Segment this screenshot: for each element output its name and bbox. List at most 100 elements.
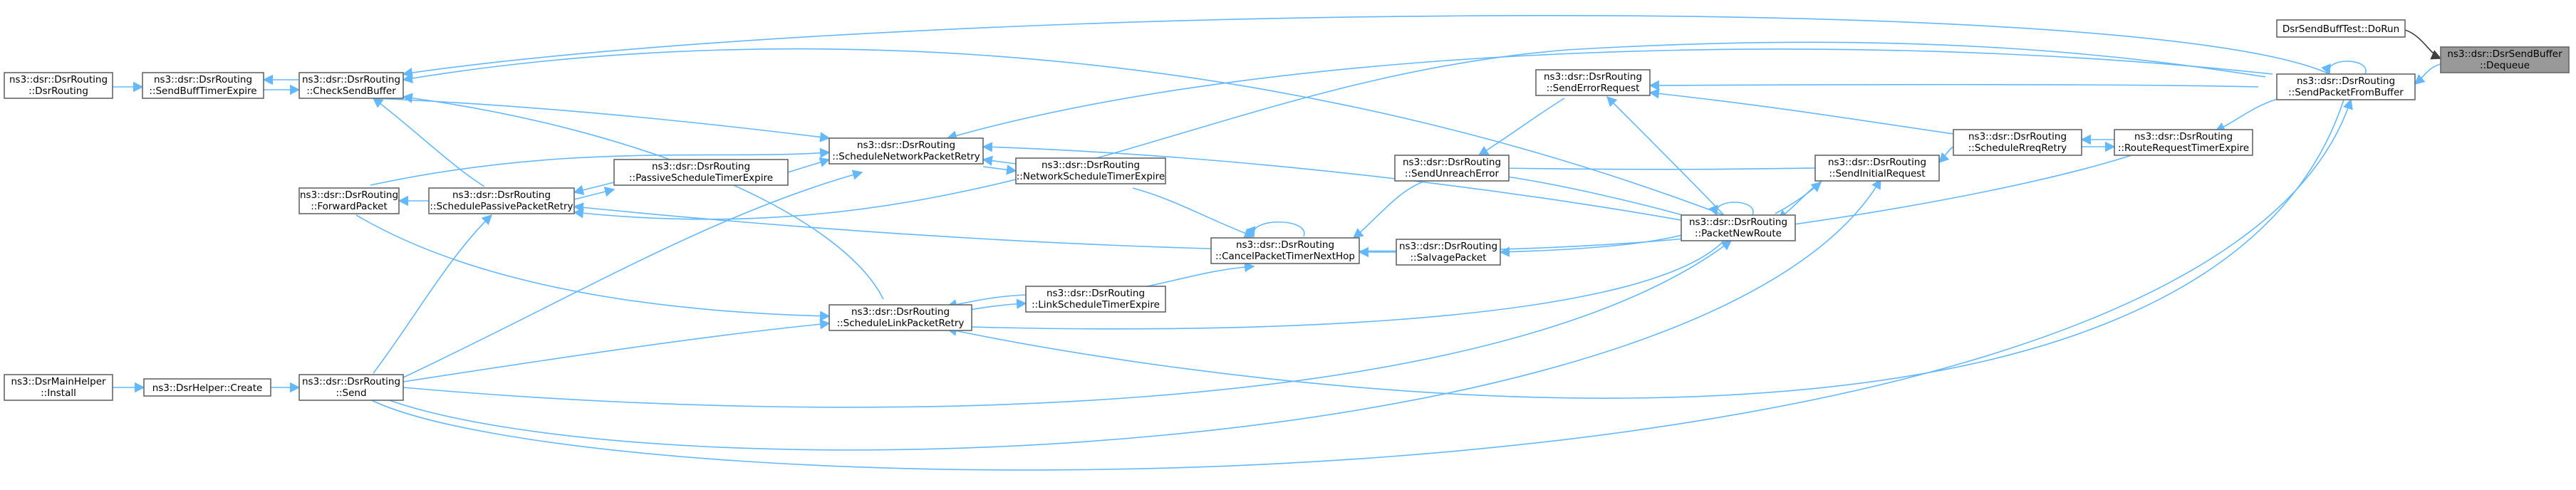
node-networkscheduletimerexpire-line1: ns3::dsr::DsrRouting: [1042, 160, 1140, 171]
edge-send-sendpacketfrombuffer: [363, 98, 2353, 471]
node-send[interactable]: ns3::dsr::DsrRouting ::Send: [298, 374, 404, 401]
edge-cancelpackettimernexthop-sendunreacherror: [1352, 182, 1423, 239]
node-senderrorrequest[interactable]: ns3::dsr::DsrRouting ::SendErrorRequest: [1535, 69, 1651, 96]
node-linkscheduletimerexpire[interactable]: ns3::dsr::DsrRouting ::LinkScheduleTimer…: [1025, 286, 1166, 313]
edge-sendunreacherror-senderrorrequest: [1477, 98, 1565, 156]
node-salvagepacket-line1: ns3::dsr::DsrRouting: [1399, 241, 1497, 252]
edge-sendinitialrequest-schedulerreqretry: [1938, 146, 1954, 164]
node-checksendbuffer[interactable]: ns3::dsr::DsrRouting ::CheckSendBuffer: [298, 72, 404, 99]
edge-sendpacketfrombuffer-checksendbuffer: [402, 15, 2330, 78]
node-sendunreacherror[interactable]: ns3::dsr::DsrRouting ::SendUnreachError: [1394, 155, 1510, 182]
node-networkscheduletimerexpire[interactable]: ns3::dsr::DsrRouting ::NetworkScheduleTi…: [1015, 157, 1166, 184]
node-sendbufftimerexpire-line2: ::SendBuffTimerExpire: [149, 85, 256, 97]
node-mainhelperinstall-line2: ::Install: [41, 387, 76, 399]
edges: [113, 15, 2442, 471]
edge-schedulelinkpacketretry-linkscheduletimerexpire: [946, 294, 1027, 310]
node-schedulerreqretry-line2: ::ScheduleRreqRetry: [1968, 142, 2067, 154]
edge-sendpacketfrombuffer-schedulenetworkpacketretry: [946, 48, 2273, 141]
node-schedulerreqretry-line1: ns3::dsr::DsrRouting: [1968, 131, 2067, 142]
node-sendpacketfrombuffer-line2: ::SendPacketFromBuffer: [2288, 87, 2404, 98]
edge-passivescheduletimerexpire-schedulepassivepacketretry: [573, 187, 616, 200]
node-salvagepacket[interactable]: ns3::dsr::DsrRouting ::SalvagePacket: [1396, 239, 1501, 266]
edge-dorun-dequeue: [2404, 29, 2442, 60]
node-passivescheduletimerexpire[interactable]: ns3::dsr::DsrRouting ::PassiveScheduleTi…: [613, 159, 789, 186]
node-packetnewroute-line2: ::PacketNewRoute: [1695, 228, 1782, 239]
node-checksendbuffer-line2: ::CheckSendBuffer: [306, 85, 396, 97]
edge-send-schedulepassivepacketretry: [373, 214, 493, 374]
edge-schedulepassivepacketretry-checksendbuffer: [372, 98, 485, 187]
edge-senderrorrequest-packetnewroute: [1606, 95, 1725, 216]
edge-networkscheduletimerexpire-schedulenetworkpacketretry: [982, 165, 1017, 175]
node-mainhelperinstall[interactable]: ns3::DsrMainHelper ::Install: [4, 374, 113, 401]
edge-send-sendinitialrequest: [377, 178, 1881, 451]
node-linkscheduletimerexpire-line1: ns3::dsr::DsrRouting: [1046, 288, 1145, 299]
node-sendinitialrequest-line2: ::SendInitialRequest: [1829, 168, 1925, 179]
edge-schedulelinkpacketretry-sendpacketfrombuffer: [946, 99, 2344, 399]
node-senderrorrequest-line2: ::SendErrorRequest: [1547, 83, 1640, 94]
edge-senderrorrequest-sendpacketfrombuffer: [1648, 80, 2259, 91]
edge-packetnewroute-self: [1708, 202, 1754, 217]
node-routerequesttimerexpire-line2: ::RouteRequestTimerExpire: [2118, 142, 2249, 154]
edge-salvagepacket-packetnewroute: [1499, 231, 1693, 257]
node-helpercreate[interactable]: ns3::DsrHelper::Create: [143, 378, 271, 397]
edge-routerequesttimerexpire-sendpacketfrombuffer: [2214, 98, 2280, 132]
node-sendinitialrequest[interactable]: ns3::dsr::DsrRouting ::SendInitialReques…: [1814, 155, 1940, 182]
nodes: ns3::dsr::DsrSendBuffer ::Dequeue DsrSen…: [4, 19, 2570, 401]
node-schedulenetworkpacketretry[interactable]: ns3::dsr::DsrRouting ::ScheduleNetworkPa…: [829, 137, 984, 165]
node-passivescheduletimerexpire-line1: ns3::dsr::DsrRouting: [652, 161, 750, 172]
node-schedulenetworkpacketretry-line1: ns3::dsr::DsrRouting: [857, 140, 955, 151]
edge-packetnewroute-checksendbuffer: [402, 48, 1725, 216]
edge-send-packetnewroute: [402, 240, 1733, 408]
edge-send-schedulelinkpacketretry: [402, 319, 831, 382]
node-salvagepacket-line2: ::SalvagePacket: [1411, 252, 1487, 264]
node-schedulenetworkpacketretry-line2: ::ScheduleNetworkPacketRetry: [832, 151, 980, 162]
edge-sendpacketfrombuffer-self: [2321, 61, 2367, 75]
node-cancelpackettimernexthop[interactable]: ns3::dsr::DsrRouting ::CancelPacketTimer…: [1210, 237, 1360, 264]
node-routerequesttimerexpire-line1: ns3::dsr::DsrRouting: [2134, 131, 2233, 142]
node-forwardpacket-line1: ns3::dsr::DsrRouting: [300, 189, 398, 201]
node-packetnewroute[interactable]: ns3::dsr::DsrRouting ::PacketNewRoute: [1681, 214, 1796, 241]
edge-schedulelinkpacketretry-forwardpacket: [355, 214, 831, 321]
node-schedulepassivepacketretry[interactable]: ns3::dsr::DsrRouting ::SchedulePassivePa…: [428, 187, 575, 214]
node-dequeue[interactable]: ns3::dsr::DsrSendBuffer ::Dequeue: [2440, 46, 2570, 73]
node-schedulerreqretry[interactable]: ns3::dsr::DsrRouting ::ScheduleRreqRetry: [1953, 129, 2082, 156]
node-helpercreate-line1: ns3::DsrHelper::Create: [152, 382, 263, 394]
node-cancelpackettimernexthop-line2: ::CancelPacketTimerNextHop: [1215, 251, 1355, 262]
node-mainhelperinstall-line1: ns3::DsrMainHelper: [11, 376, 106, 387]
node-sendinitialrequest-line1: ns3::dsr::DsrRouting: [1828, 157, 1926, 168]
edge-sendunreacherror-schedulerreqretry: [1496, 162, 1816, 174]
edge-packetnewroute-schedulepassivepacketretry: [573, 202, 1693, 252]
edge-sendpacketfrombuffer-schedulepassivepacketretry: [573, 41, 2266, 220]
node-send-line2: ::Send: [336, 387, 366, 399]
node-sendunreacherror-line2: ::SendUnreachError: [1405, 168, 1500, 179]
edge-send-schedulenetworkpacketretry: [402, 170, 863, 378]
edge-routerequesttimerexpire-packetnewroute: [1777, 150, 2145, 231]
node-schedulelinkpacketretry[interactable]: ns3::dsr::DsrRouting ::ScheduleLinkPacke…: [829, 304, 972, 331]
edge-schedulenetworkpacketretry-checksendbuffer: [373, 98, 831, 142]
edge-packetnewroute-schedulelinkpacketretry: [946, 240, 1725, 332]
node-dsrrouting-line1: ns3::dsr::DsrRouting: [9, 74, 108, 85]
edge-schedulenetworkpacketretry-passivescheduletimerexpire: [787, 157, 831, 173]
node-passivescheduletimerexpire-line2: ::PassiveScheduleTimerExpire: [629, 172, 773, 184]
node-networkscheduletimerexpire-line2: ::NetworkScheduleTimerExpire: [1017, 171, 1165, 182]
node-dsrrouting-line2: ::DsrRouting: [28, 85, 88, 97]
node-sendbufftimerexpire[interactable]: ns3::dsr::DsrRouting ::SendBuffTimerExpi…: [142, 72, 264, 99]
node-schedulelinkpacketretry-line1: ns3::dsr::DsrRouting: [851, 306, 950, 318]
node-dequeue-line2: ::Dequeue: [2480, 60, 2530, 71]
node-sendunreacherror-line1: ns3::dsr::DsrRouting: [1403, 157, 1501, 168]
node-sendpacketfrombuffer-line1: ns3::dsr::DsrRouting: [2297, 75, 2395, 87]
node-schedulepassivepacketretry-line1: ns3::dsr::DsrRouting: [452, 189, 551, 201]
node-routerequesttimerexpire[interactable]: ns3::dsr::DsrRouting ::RouteRequestTimer…: [2114, 129, 2253, 156]
node-schedulelinkpacketretry-line2: ::ScheduleLinkPacketRetry: [837, 318, 965, 329]
node-dorun[interactable]: DsrSendBuffTest::DoRun: [2276, 19, 2406, 38]
node-forwardpacket[interactable]: ns3::dsr::DsrRouting ::ForwardPacket: [298, 187, 400, 214]
edge-cancelpackettimernexthop-self: [1245, 221, 1305, 238]
node-dsrrouting[interactable]: ns3::dsr::DsrRouting ::DsrRouting: [4, 72, 113, 99]
node-senderrorrequest-line1: ns3::dsr::DsrRouting: [1544, 71, 1642, 83]
node-cancelpackettimernexthop-line1: ns3::dsr::DsrRouting: [1236, 239, 1334, 251]
node-dequeue-line1: ns3::dsr::DsrSendBuffer: [2447, 48, 2562, 60]
node-send-line1: ns3::dsr::DsrRouting: [302, 376, 400, 387]
node-sendpacketfrombuffer[interactable]: ns3::dsr::DsrRouting ::SendPacketFromBuf…: [2276, 73, 2416, 100]
edge-schedulepassivepacketretry-passivescheduletimerexpire: [573, 182, 615, 195]
